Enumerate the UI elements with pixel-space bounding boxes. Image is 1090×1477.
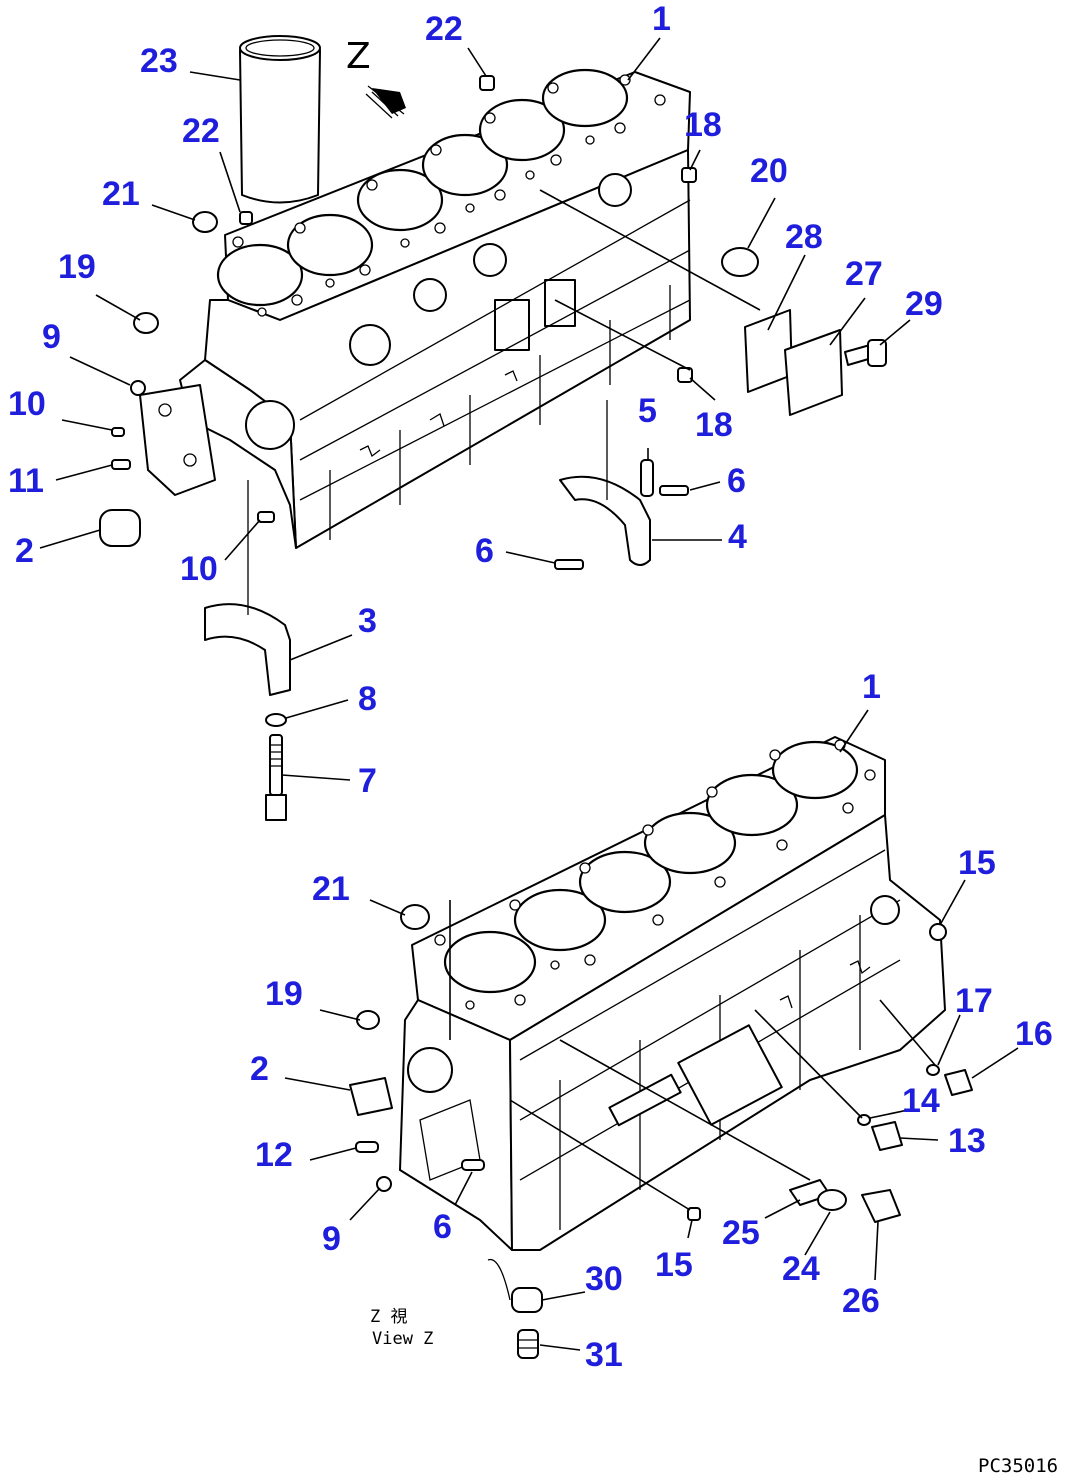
callout-number: 8 bbox=[358, 680, 377, 718]
callout-number: 13 bbox=[948, 1122, 986, 1160]
callout-number: 9 bbox=[42, 318, 61, 356]
lower-cylinder-block bbox=[284, 709, 1019, 1359]
callout-number: 10 bbox=[180, 550, 218, 588]
callout-number: 31 bbox=[585, 1336, 623, 1374]
upper-cylinder-block: Z bbox=[39, 35, 911, 821]
callout-number: 21 bbox=[102, 175, 140, 213]
callout-number: 10 bbox=[8, 385, 46, 423]
callout-number: 1 bbox=[862, 668, 881, 706]
upper-leader-lines bbox=[39, 37, 911, 781]
callouts-lower: 1 15 21 17 16 19 2 14 13 12 25 9 6 15 24… bbox=[250, 668, 1053, 1374]
callout-number: 6 bbox=[433, 1208, 452, 1246]
callout-number: 28 bbox=[785, 218, 823, 256]
view-caption-en: View Z bbox=[372, 1329, 433, 1349]
callout-number: 7 bbox=[358, 762, 377, 800]
callout-number: 4 bbox=[728, 518, 747, 556]
callout-number: 6 bbox=[727, 462, 746, 500]
callout-number: 2 bbox=[250, 1050, 269, 1088]
lower-small-parts bbox=[349, 904, 973, 1359]
callout-number: 25 bbox=[722, 1214, 760, 1252]
callout-number: 30 bbox=[585, 1260, 623, 1298]
callout-number: 22 bbox=[425, 10, 463, 48]
upper-block-side-detail bbox=[139, 173, 691, 540]
callout-number: 26 bbox=[842, 1282, 880, 1320]
upper-small-parts bbox=[99, 75, 887, 821]
callout-number: 15 bbox=[655, 1246, 693, 1284]
callout-number: 27 bbox=[845, 255, 883, 293]
callout-number: 2 bbox=[15, 532, 34, 570]
callout-number: 19 bbox=[58, 248, 96, 286]
callout-number: 18 bbox=[684, 106, 722, 144]
callout-number: 12 bbox=[255, 1136, 293, 1174]
view-caption-jp-label: Z 視 bbox=[370, 1307, 407, 1327]
lower-deck-holes bbox=[434, 739, 876, 1010]
callout-number: 6 bbox=[475, 532, 494, 570]
callout-number: 15 bbox=[958, 844, 996, 882]
callout-number: 19 bbox=[265, 975, 303, 1013]
callout-number: 17 bbox=[955, 982, 993, 1020]
callout-number: 3 bbox=[358, 602, 377, 640]
callout-number: 9 bbox=[322, 1220, 341, 1258]
lower-block-side-detail bbox=[407, 849, 901, 1230]
callout-number: 24 bbox=[782, 1250, 820, 1288]
drawing-code: PC35016 bbox=[978, 1455, 1058, 1477]
view-z-arrow: Z bbox=[346, 36, 406, 119]
callout-number: 29 bbox=[905, 285, 943, 323]
callout-number: 11 bbox=[8, 462, 44, 500]
lower-leader-lines bbox=[284, 709, 1019, 1351]
callouts-upper: 23 22 1 22 18 21 20 28 19 27 29 9 10 18 … bbox=[8, 0, 943, 800]
callout-number: 20 bbox=[750, 152, 788, 190]
callout-number: 22 bbox=[182, 112, 220, 150]
upper-deck-holes bbox=[232, 74, 666, 317]
cylinder-liner bbox=[239, 35, 321, 204]
callout-number: 16 bbox=[1015, 1015, 1053, 1053]
callout-number: 18 bbox=[695, 406, 733, 444]
callout-number: 5 bbox=[638, 392, 657, 430]
callout-number: 21 bbox=[312, 870, 350, 908]
callout-number: 14 bbox=[902, 1082, 940, 1120]
callout-number: 23 bbox=[140, 42, 178, 80]
callout-number: 1 bbox=[652, 0, 671, 38]
view-z-letter: Z bbox=[346, 36, 371, 77]
